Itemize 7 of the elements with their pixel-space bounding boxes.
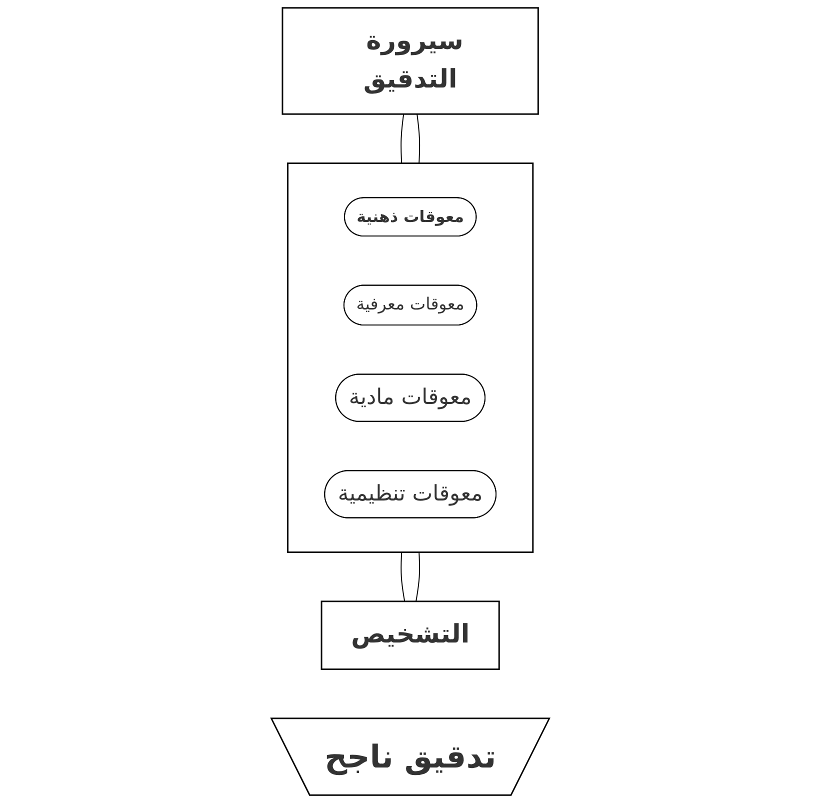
- node-box: التشخيص: [320, 600, 500, 670]
- node-box: سيرورة التدقيق: [281, 7, 539, 115]
- connector: [416, 114, 420, 164]
- cluster: [286, 162, 534, 553]
- connector: [400, 114, 404, 164]
- connector: [400, 552, 405, 602]
- connector: [415, 552, 420, 602]
